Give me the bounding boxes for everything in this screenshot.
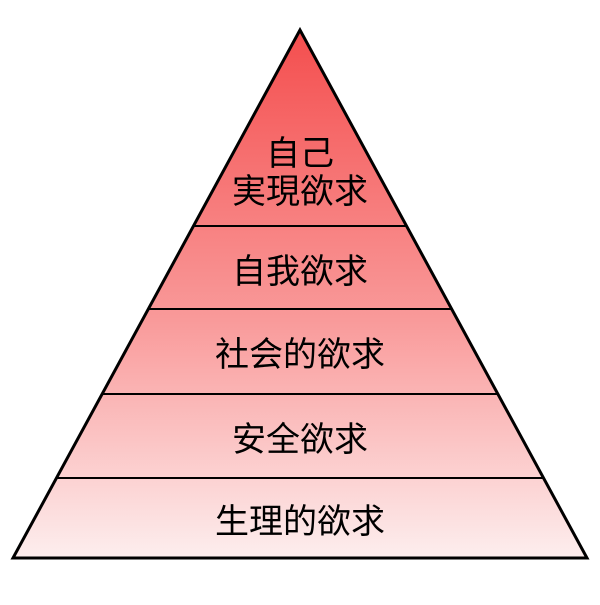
level-physiological: 生理的欲求 (215, 502, 385, 542)
level-social: 社会的欲求 (215, 335, 385, 375)
pyramid-shape (10, 26, 590, 560)
level-self-actualization-line2: 実現欲求 (232, 172, 368, 212)
level-esteem: 自我欲求 (232, 252, 368, 292)
level-safety: 安全欲求 (232, 420, 368, 460)
level-self-actualization-line1: 自己 (266, 134, 334, 174)
